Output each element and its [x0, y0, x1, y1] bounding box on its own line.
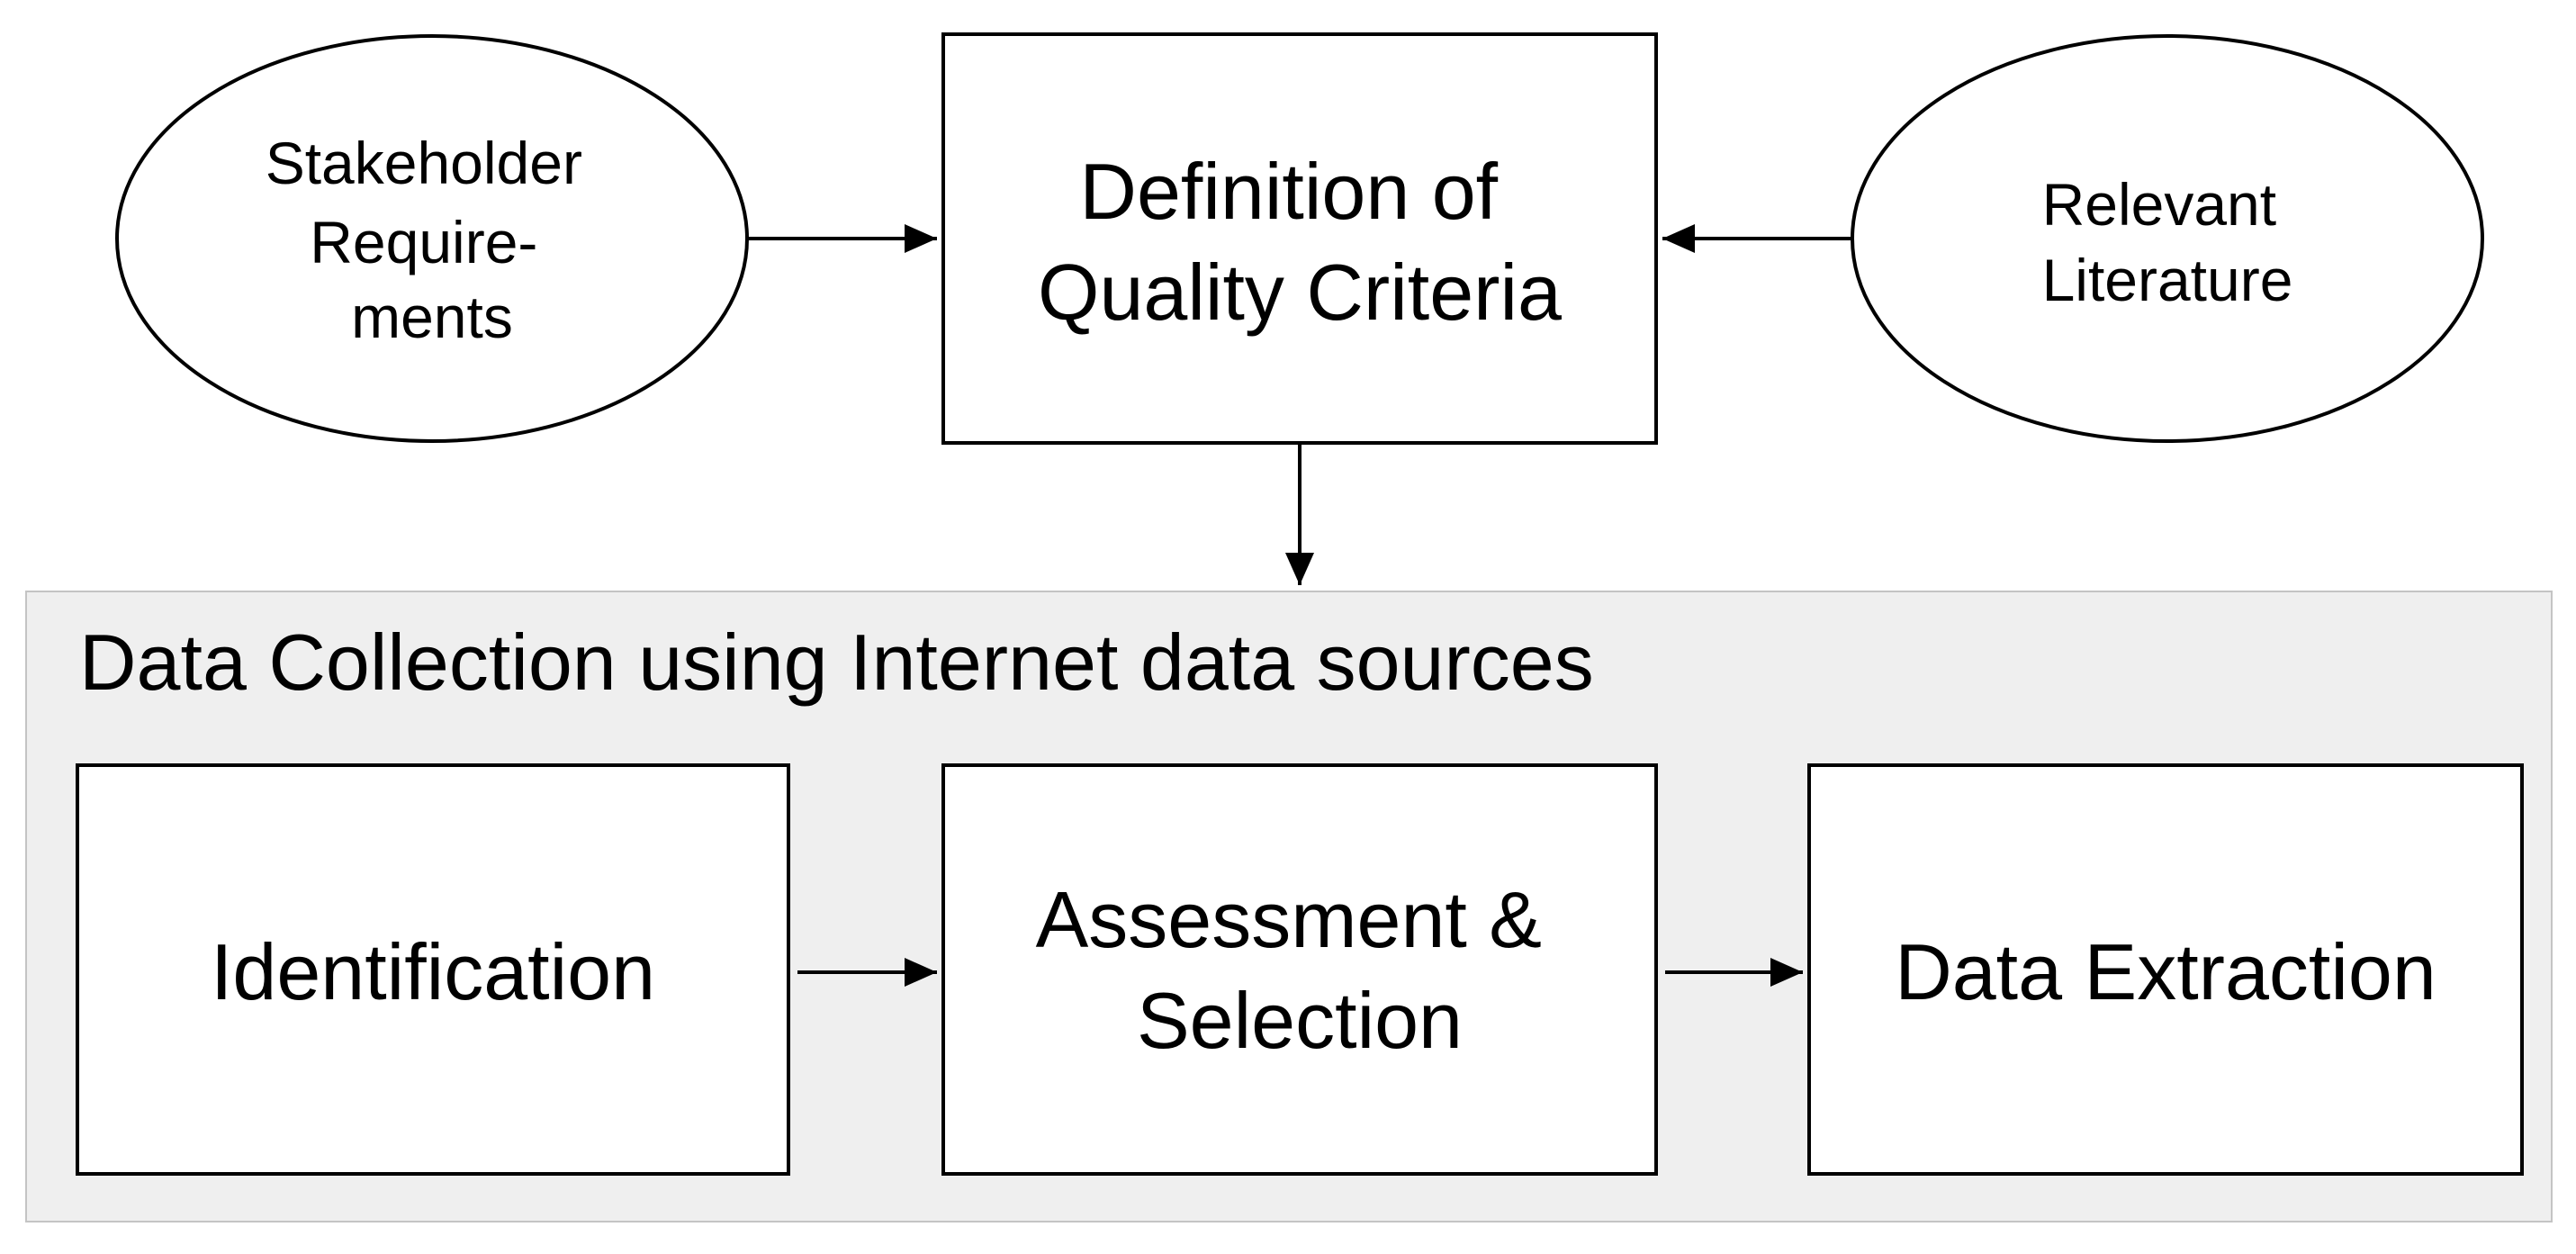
svg-text:Definition of Quality Cr: Definition of Quality Criteria — [1038, 147, 1562, 337]
assessment-selection-node: Assessment & Selection — [941, 763, 1658, 1176]
svg-text:Assessment & Selection: Assessment & Selection — [1036, 875, 1564, 1065]
identification-label: Identification — [211, 927, 655, 1016]
identification-node: Identification — [76, 763, 790, 1176]
relevant-literature-line-1: Relevant — [2042, 171, 2277, 238]
relevant-literature-line-2: Literature — [2042, 247, 2293, 313]
svg-text:Relevant Literature: Relevant Literature — [2042, 171, 2293, 313]
data-extraction-label: Data Extraction — [1895, 927, 2436, 1016]
stakeholder-requirements-line-3: ments — [351, 284, 513, 350]
data-extraction-node: Data Extraction — [1807, 763, 2524, 1176]
stakeholder-requirements-node: Stakeholder Require- ments — [115, 34, 749, 443]
relevant-literature-node: Relevant Literature — [1851, 34, 2484, 443]
definition-line-1: Definition of — [1079, 147, 1498, 236]
stakeholder-requirements-line-1: Stakeholder — [266, 130, 582, 196]
stakeholder-requirements-line-2: Require- — [310, 209, 537, 275]
svg-text:Stakeholder Require-: Stakeholder Require- ments — [266, 130, 599, 350]
definition-quality-criteria-node: Definition of Quality Criteria — [941, 32, 1658, 445]
definition-line-2: Quality Criteria — [1038, 248, 1562, 337]
data-collection-title: Data Collection using Internet data sour… — [79, 618, 1594, 707]
assessment-selection-line-1: Assessment & — [1036, 875, 1542, 964]
assessment-selection-line-2: Selection — [1137, 976, 1463, 1065]
